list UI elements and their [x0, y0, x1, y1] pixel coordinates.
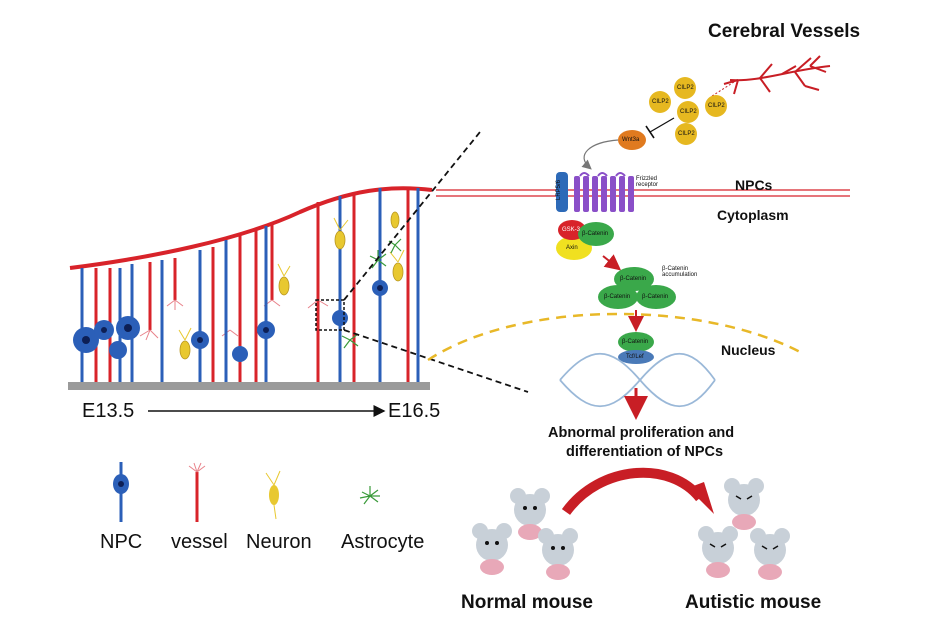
lrp56-label: LRP5/6	[556, 179, 562, 200]
progression-arrow	[561, 467, 704, 516]
diagram-title: Cerebral Vessels	[708, 21, 861, 42]
beta-catenin-label: β-Catenin	[642, 294, 669, 300]
outcome-text-line2: differentiation of NPCs	[566, 444, 724, 460]
legend-neuron-label: Neuron	[246, 531, 312, 553]
cilp2-label: CILP2	[708, 103, 725, 109]
complex-beta-catenin-label: β-Catenin	[582, 231, 609, 237]
neuron-cells	[179, 211, 404, 360]
autistic-mouse-label: Autistic mouse	[685, 592, 822, 613]
astrocyte-cells	[341, 238, 402, 349]
beta-catenin-accumulation	[598, 267, 676, 309]
zoom-box	[315, 299, 345, 331]
autistic-mouse-group	[698, 478, 790, 580]
legend-neuron-icon	[265, 470, 281, 520]
nuclear-beta-catenin-label: β-Catenin	[622, 339, 649, 345]
lrp56-receptor	[556, 172, 568, 212]
axin-label: Axin	[566, 245, 578, 251]
npcs-label: NPCs	[735, 177, 773, 193]
cilp2-molecules	[649, 77, 727, 145]
cilp2-label: CILP2	[678, 131, 695, 137]
frizzled-label: Frizzled receptor	[636, 176, 659, 188]
legend-npc-label: NPC	[100, 531, 143, 553]
cortex-tissue-panel	[68, 131, 529, 393]
gsk3-label: GSK-3	[562, 227, 581, 233]
outcome-text-line1: Abnormal proliferation and	[548, 425, 735, 441]
beta-catenin-label: β-Catenin	[604, 294, 631, 300]
legend-vessel-label: vessel	[171, 531, 228, 553]
timeline-end-label: E16.5	[388, 400, 441, 422]
tcf-lef-factor	[618, 350, 654, 364]
radial-glia-fibers	[80, 188, 420, 382]
wnt3a-molecule	[618, 130, 646, 150]
cytoplasm-label: Cytoplasm	[717, 207, 789, 223]
pial-vessel-curve	[69, 186, 433, 270]
cilp2-label: CILP2	[677, 85, 694, 91]
timeline-start-label: E13.5	[82, 400, 135, 422]
legend-vessel-icon	[188, 462, 206, 522]
radial-vessels	[94, 188, 410, 382]
normal-mouse-label: Normal mouse	[461, 592, 593, 613]
beta-catenin-label: β-Catenin	[620, 276, 647, 282]
tcf-lef-label: Tcf/Lef	[626, 354, 644, 360]
legend-astrocyte-label: Astrocyte	[341, 531, 425, 553]
accumulation-label: β-Catenin accumulation	[662, 266, 698, 278]
legend-astrocyte-icon	[359, 486, 380, 505]
destruction-complex	[556, 220, 614, 260]
nuclear-beta-catenin	[618, 332, 654, 352]
wnt3a-label: Wnt3a	[622, 137, 640, 143]
legend-npc-icon	[113, 462, 129, 522]
cilp2-label: CILP2	[652, 99, 669, 105]
normal-mouse-group	[472, 488, 578, 580]
cell-membrane	[436, 189, 850, 197]
cerebral-vessel-tree	[723, 55, 831, 95]
dna-helix	[559, 353, 716, 407]
nucleus-label: Nucleus	[721, 342, 776, 358]
vessel-branches	[139, 299, 329, 341]
cilp2-label: CILP2	[680, 109, 697, 115]
nuclear-envelope	[427, 312, 801, 362]
ventricular-surface	[68, 382, 430, 390]
frizzled-receptor	[574, 176, 634, 212]
